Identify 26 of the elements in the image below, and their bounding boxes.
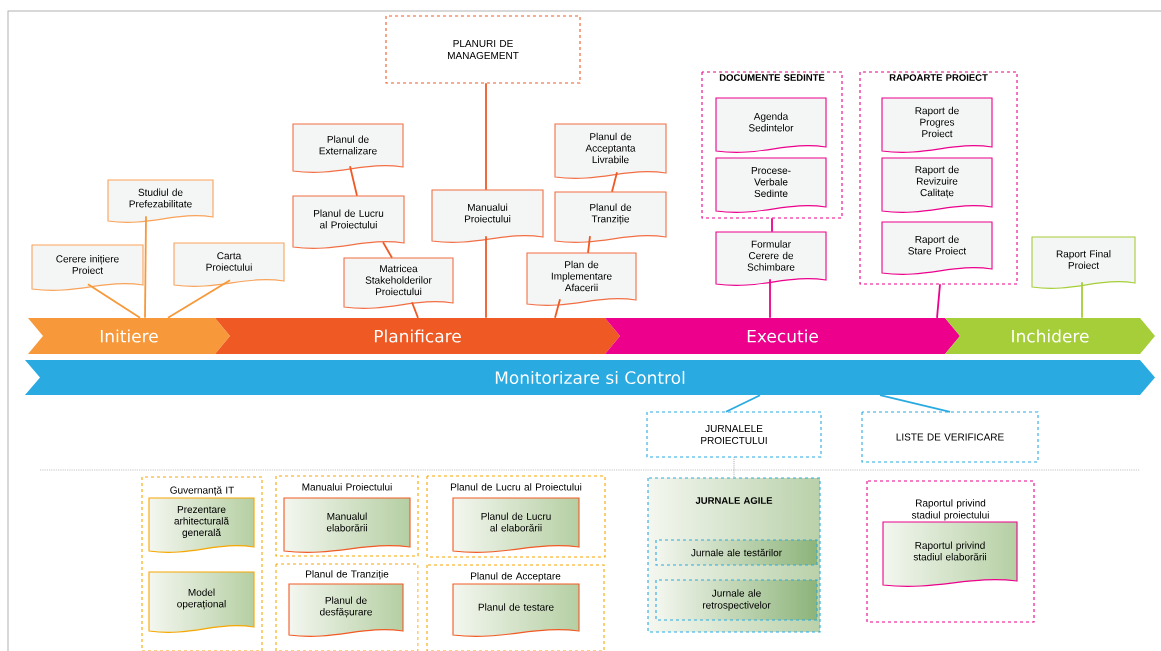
connector-line (1081, 281, 1083, 319)
connector-line (144, 215, 147, 319)
connector-line (167, 279, 231, 319)
connector-line (485, 235, 487, 319)
connector-line (382, 241, 393, 259)
phase-arrow-band: Executie (605, 318, 960, 354)
connector-line (769, 278, 771, 319)
phase-arrow-band: Planificare (215, 318, 620, 354)
dashed-box: LISTE DE VERIFICARE (861, 411, 1039, 463)
connector-line (733, 456, 735, 479)
dashed-box: PLANURI DE MANAGEMENT (385, 15, 581, 84)
dashed-box: Jurnale ale retrospectivelor (655, 579, 818, 621)
dashed-box: Jurnale ale testărilor (655, 539, 818, 566)
phase-arrow-band: Monitorizare si Control (25, 360, 1155, 395)
dashed-box: JURNALELE PROIECTULUI (646, 411, 822, 458)
connector-line (411, 301, 419, 319)
connector-line (611, 171, 618, 193)
phase-arrow-band: Initiere (28, 318, 230, 354)
connector-line (771, 217, 773, 233)
phase-arrow-band: Inchidere (945, 318, 1155, 354)
connector-line (485, 82, 487, 191)
connector-line (87, 283, 141, 319)
connector-line (349, 165, 358, 197)
connector-line (587, 235, 591, 254)
connector-line (936, 283, 941, 319)
connector-line (554, 298, 561, 319)
